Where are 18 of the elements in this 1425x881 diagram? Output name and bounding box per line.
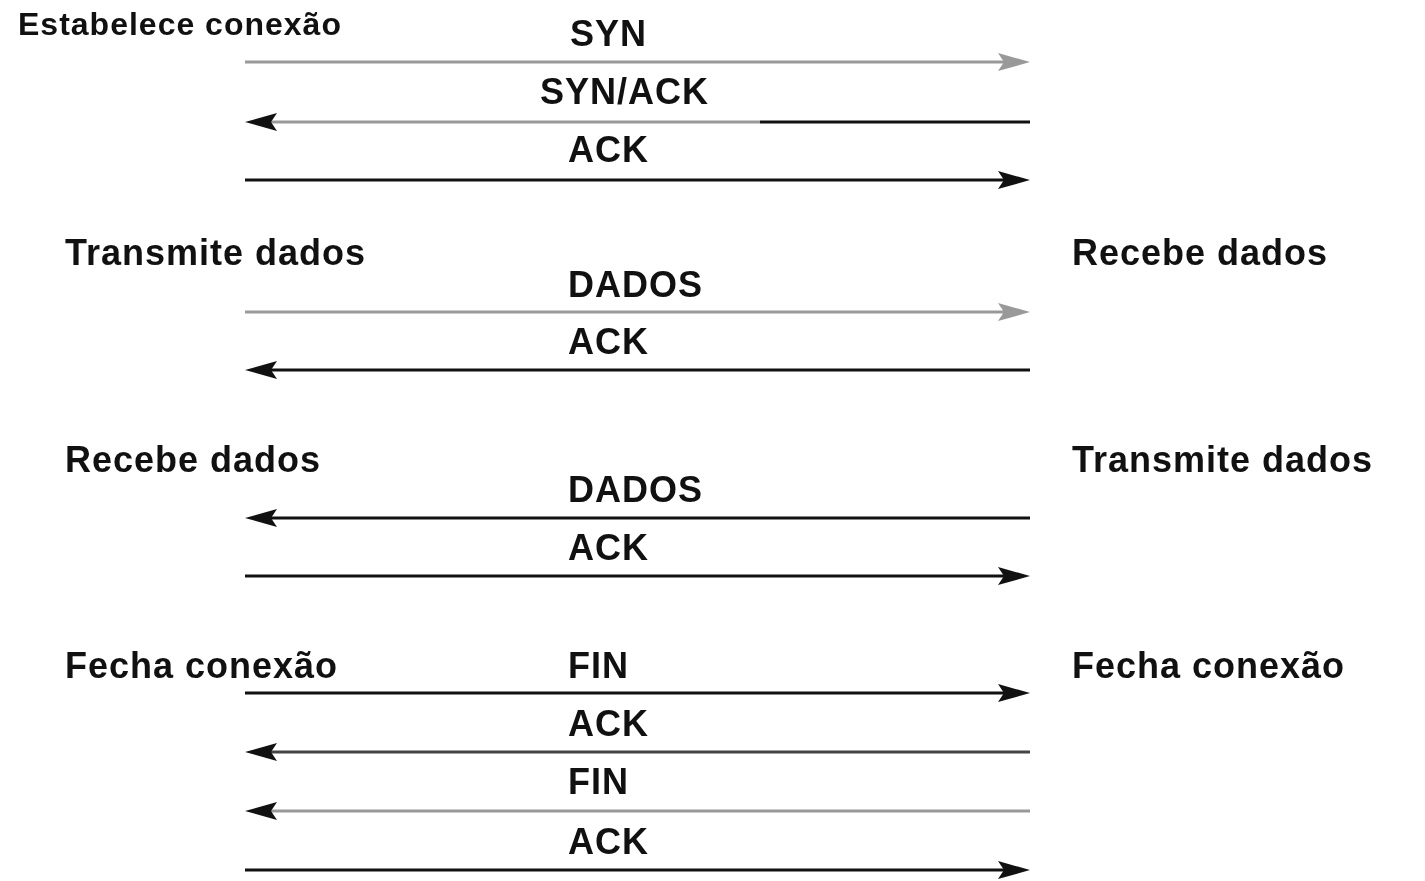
- message-label: FIN: [568, 646, 629, 686]
- message-label: DADOS: [568, 470, 703, 510]
- message-label: ACK: [568, 704, 649, 744]
- message-label: SYN: [570, 14, 648, 54]
- message-label: ACK: [568, 322, 649, 362]
- side-label: Transmite dados: [65, 233, 367, 273]
- message-label: SYN/ACK: [540, 72, 710, 112]
- side-label: Recebe dados: [65, 440, 322, 480]
- heading: Estabelece conexão: [18, 5, 342, 44]
- side-label: Transmite dados: [1072, 440, 1374, 480]
- message-label: FIN: [568, 762, 629, 802]
- side-label: Recebe dados: [1072, 233, 1329, 273]
- side-label: Fecha conexão: [1072, 646, 1346, 686]
- message-label: ACK: [568, 528, 649, 568]
- message-label: ACK: [568, 130, 649, 170]
- message-label: ACK: [568, 822, 649, 862]
- side-label: Fecha conexão: [65, 646, 339, 686]
- message-label: DADOS: [568, 265, 703, 305]
